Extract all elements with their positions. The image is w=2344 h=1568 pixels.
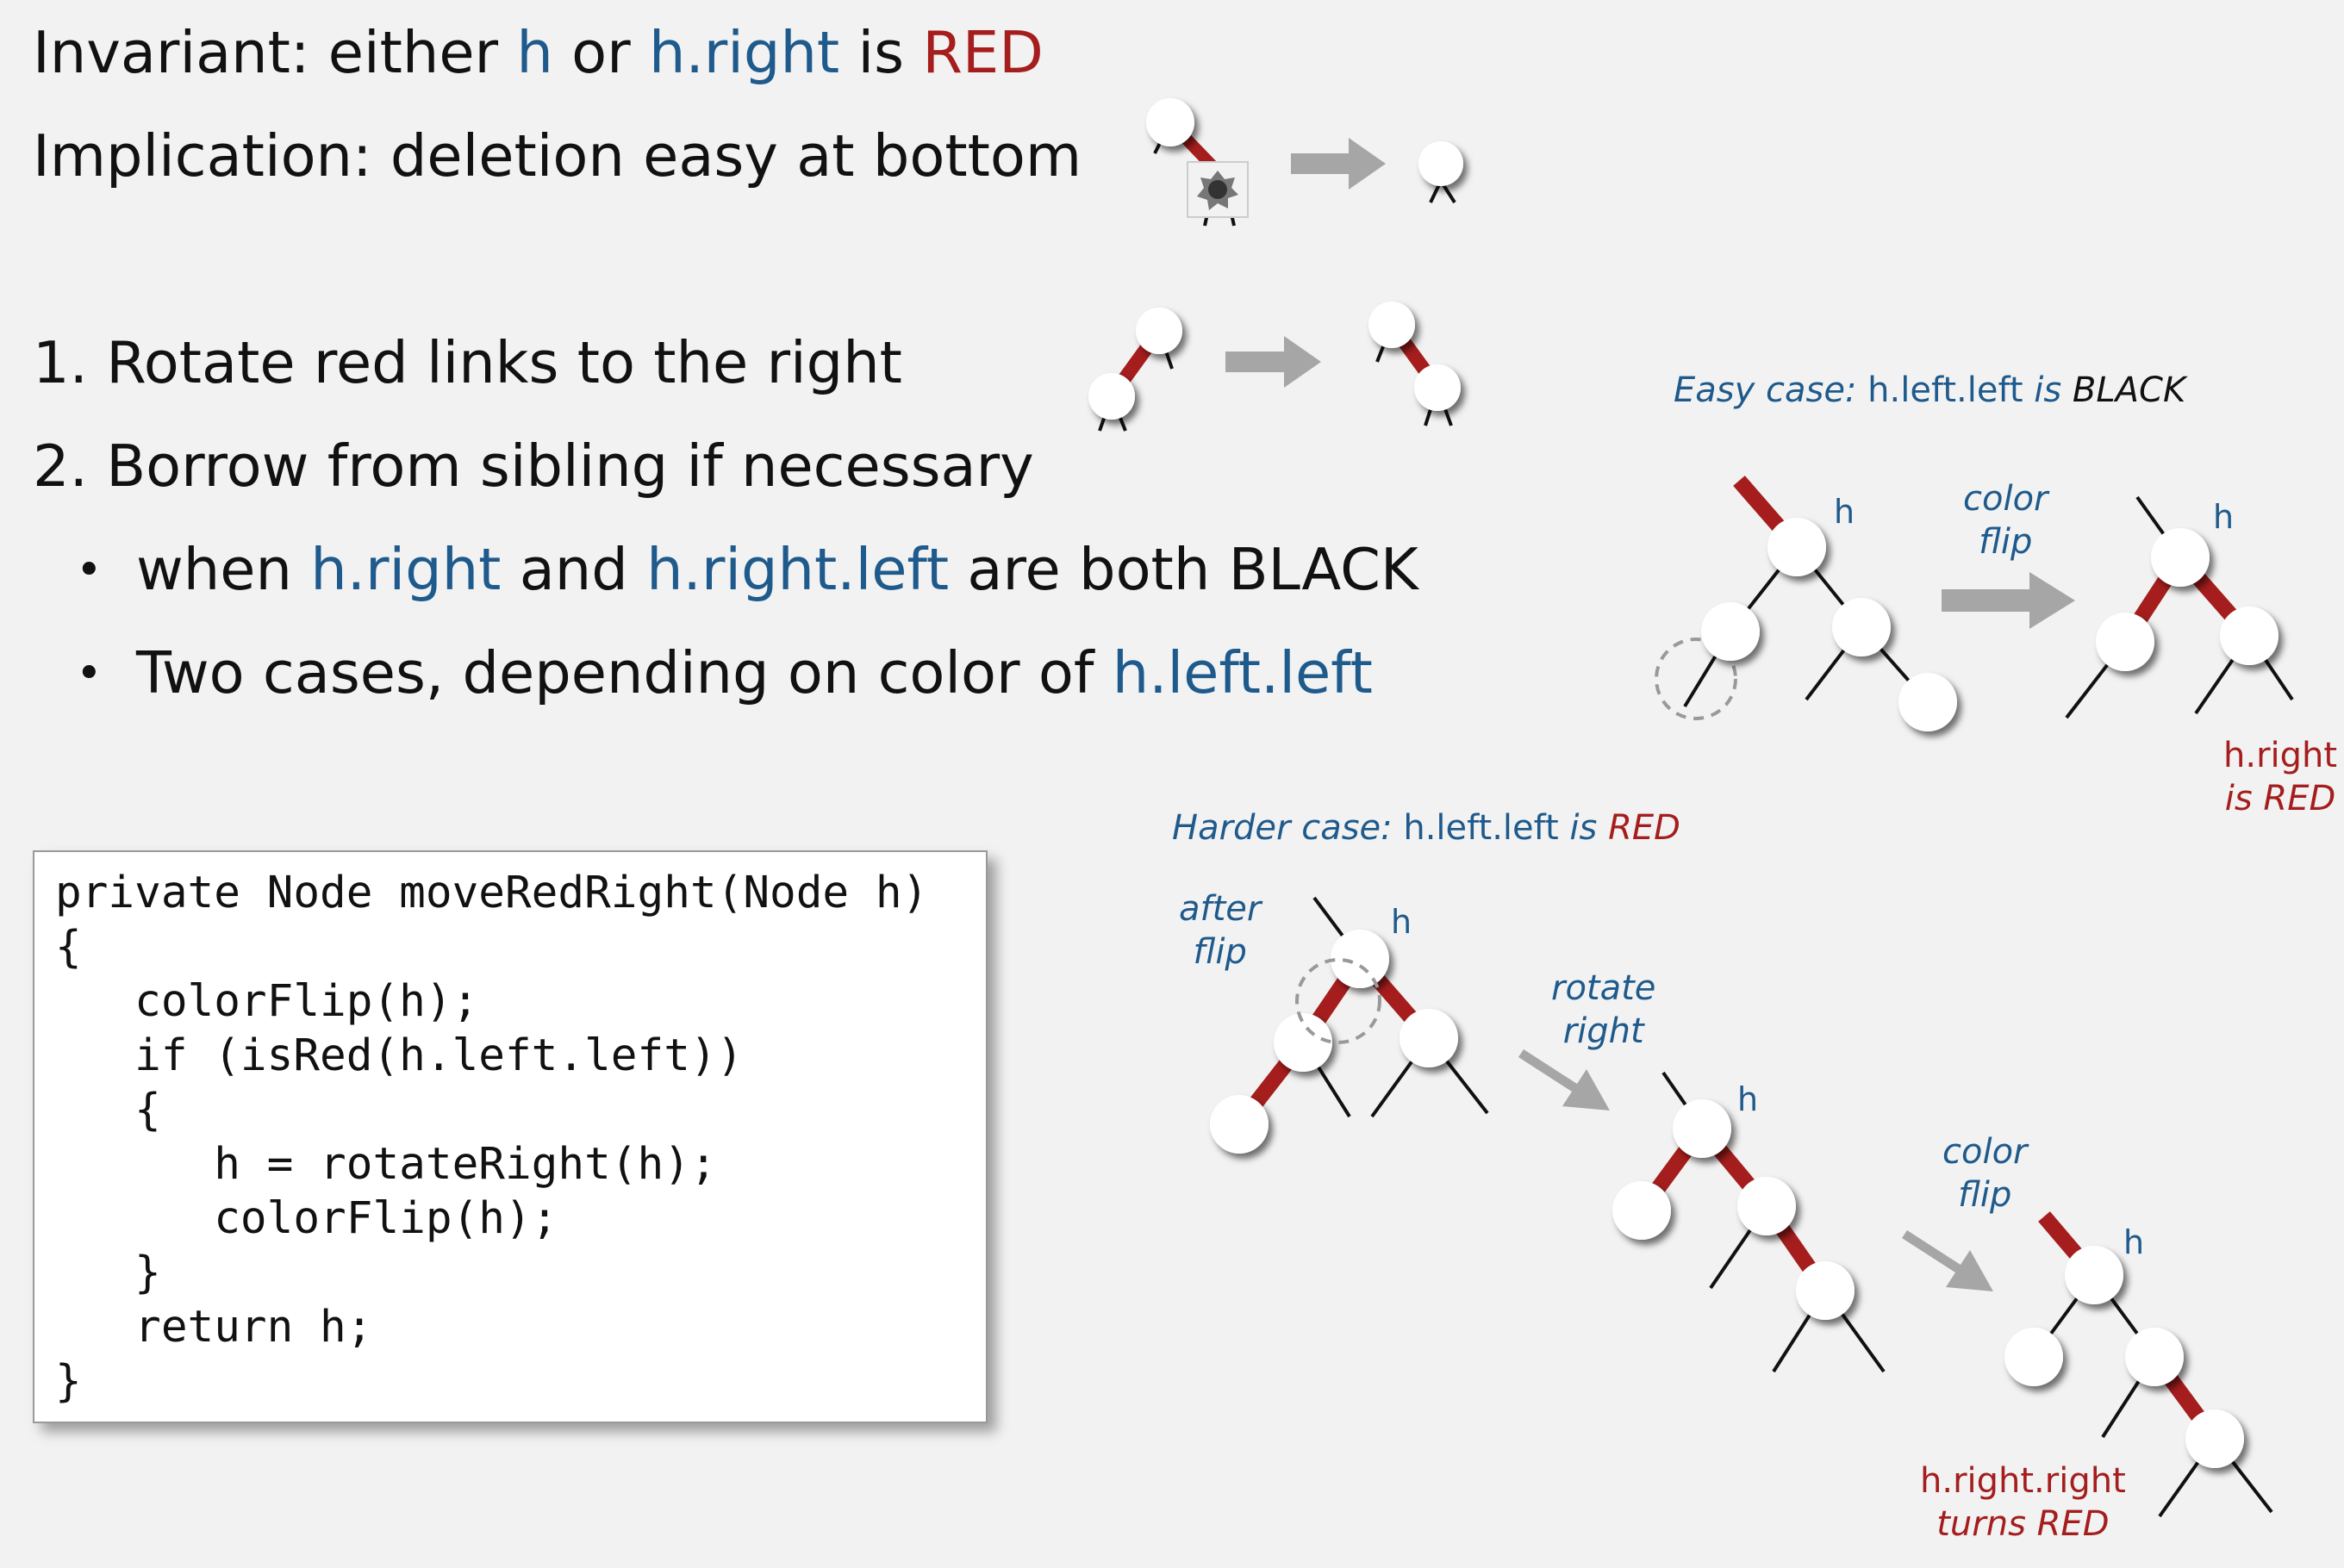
code-line: {	[55, 1085, 161, 1136]
harder-flip-1: color	[1942, 1132, 2028, 1172]
invariant-hright: h.right	[649, 19, 840, 86]
code-line: if (isRed(h.left.left))	[55, 1030, 744, 1081]
harder-after-flip-diagram	[1210, 896, 1610, 1154]
code-box: private Node moveRedRight(Node h) { colo…	[33, 850, 988, 1423]
bullet-when: when h.right and h.right.left are both B…	[136, 536, 1418, 603]
bullet1-when: when	[136, 536, 311, 603]
bullet2-text: Two cases, depending on color of	[136, 639, 1113, 706]
harder-result-1: h.right.right	[1920, 1461, 2126, 1501]
code-line: private Node moveRedRight(Node h)	[55, 868, 929, 918]
easy-result-1: h.right	[2223, 736, 2338, 775]
code-line: {	[55, 922, 82, 973]
invariant-prefix: Invariant: either	[33, 19, 517, 86]
code-line: colorFlip(h);	[55, 1193, 558, 1244]
invariant-or: or	[552, 19, 649, 86]
easy-case-caption: Easy case: h.left.left is BLACK	[1674, 370, 2185, 410]
easy-flip-label-2: flip	[1979, 522, 2033, 562]
harder-h-label-1: h	[1391, 903, 1412, 941]
invariant-is: is	[839, 19, 923, 86]
harder-h-label-3: h	[2123, 1223, 2145, 1261]
bullet1-hright: h.right	[310, 536, 502, 603]
easy-caption-val: BLACK	[2072, 370, 2186, 410]
easy-result-2: is RED	[2224, 779, 2336, 818]
harder-flip-2: flip	[1958, 1175, 2012, 1215]
harder-h-label-2: h	[1737, 1080, 1759, 1118]
easy-h-label-left: h	[1834, 493, 1855, 531]
harder-color-flip-label: color flip	[1942, 1130, 2028, 1216]
easy-caption-var: h.left.left	[1867, 370, 2023, 410]
harder-caption-var: h.left.left	[1403, 808, 1559, 848]
harder-result-label: h.right.right turns RED	[1920, 1459, 2126, 1546]
step-rotate: 1. Rotate red links to the right	[33, 329, 902, 396]
after-flip-2: flip	[1193, 932, 1247, 972]
rotate-diagram	[1088, 302, 1461, 432]
easy-caption-lead: Easy case:	[1674, 370, 1857, 410]
harder-caption-val: RED	[1608, 808, 1680, 848]
bullet1-tail: are both BLACK	[949, 536, 1418, 603]
bullet-dot-2: •	[76, 648, 103, 700]
bullet2-hleftleft: h.left.left	[1112, 639, 1373, 706]
code-line: h = rotateRight(h);	[55, 1139, 717, 1190]
step-borrow: 2. Borrow from sibling if necessary	[33, 432, 1034, 500]
invariant-h: h	[516, 19, 553, 86]
code-line: }	[55, 1356, 82, 1407]
bullet1-and: and	[501, 536, 647, 603]
harder-final-diagram	[2004, 1211, 2273, 1518]
bullet-two-cases: Two cases, depending on color of h.left.…	[136, 639, 1373, 706]
code-line: return h;	[55, 1302, 373, 1353]
implication-diagram	[1146, 98, 1463, 227]
easy-caption-is: is	[2034, 370, 2062, 410]
after-flip-label: after flip	[1179, 887, 1261, 974]
harder-result-2: turns RED	[1936, 1504, 2110, 1544]
bullet1-hrightleft: h.right.left	[646, 536, 950, 603]
easy-case-diagram	[1655, 476, 2294, 731]
rotate-label-1: rotate	[1551, 968, 1656, 1008]
easy-h-label-right: h	[2213, 498, 2235, 536]
rotate-label-2: right	[1562, 1011, 1644, 1051]
invariant-red: RED	[922, 19, 1044, 86]
bullet-hole-icon	[1187, 161, 1249, 218]
harder-after-rotate-diagram	[1612, 1071, 1993, 1373]
rotate-right-label: rotate right	[1551, 967, 1655, 1053]
easy-flip-label-1: color	[1963, 479, 2048, 519]
code-line: }	[55, 1248, 161, 1298]
harder-caption-is: is	[1569, 808, 1598, 848]
after-flip-1: after	[1179, 889, 1262, 929]
implication-line: Implication: deletion easy at bottom	[33, 122, 1082, 190]
easy-result-label: h.right is RED	[2223, 734, 2337, 820]
harder-caption-lead: Harder case:	[1172, 808, 1393, 848]
code-line: colorFlip(h);	[55, 976, 479, 1027]
bullet-dot-1: •	[76, 544, 103, 596]
harder-case-caption: Harder case: h.left.left is RED	[1172, 808, 1680, 848]
easy-color-flip-label: color flip	[1963, 477, 2048, 563]
invariant-line: Invariant: either h or h.right is RED	[33, 19, 1044, 86]
